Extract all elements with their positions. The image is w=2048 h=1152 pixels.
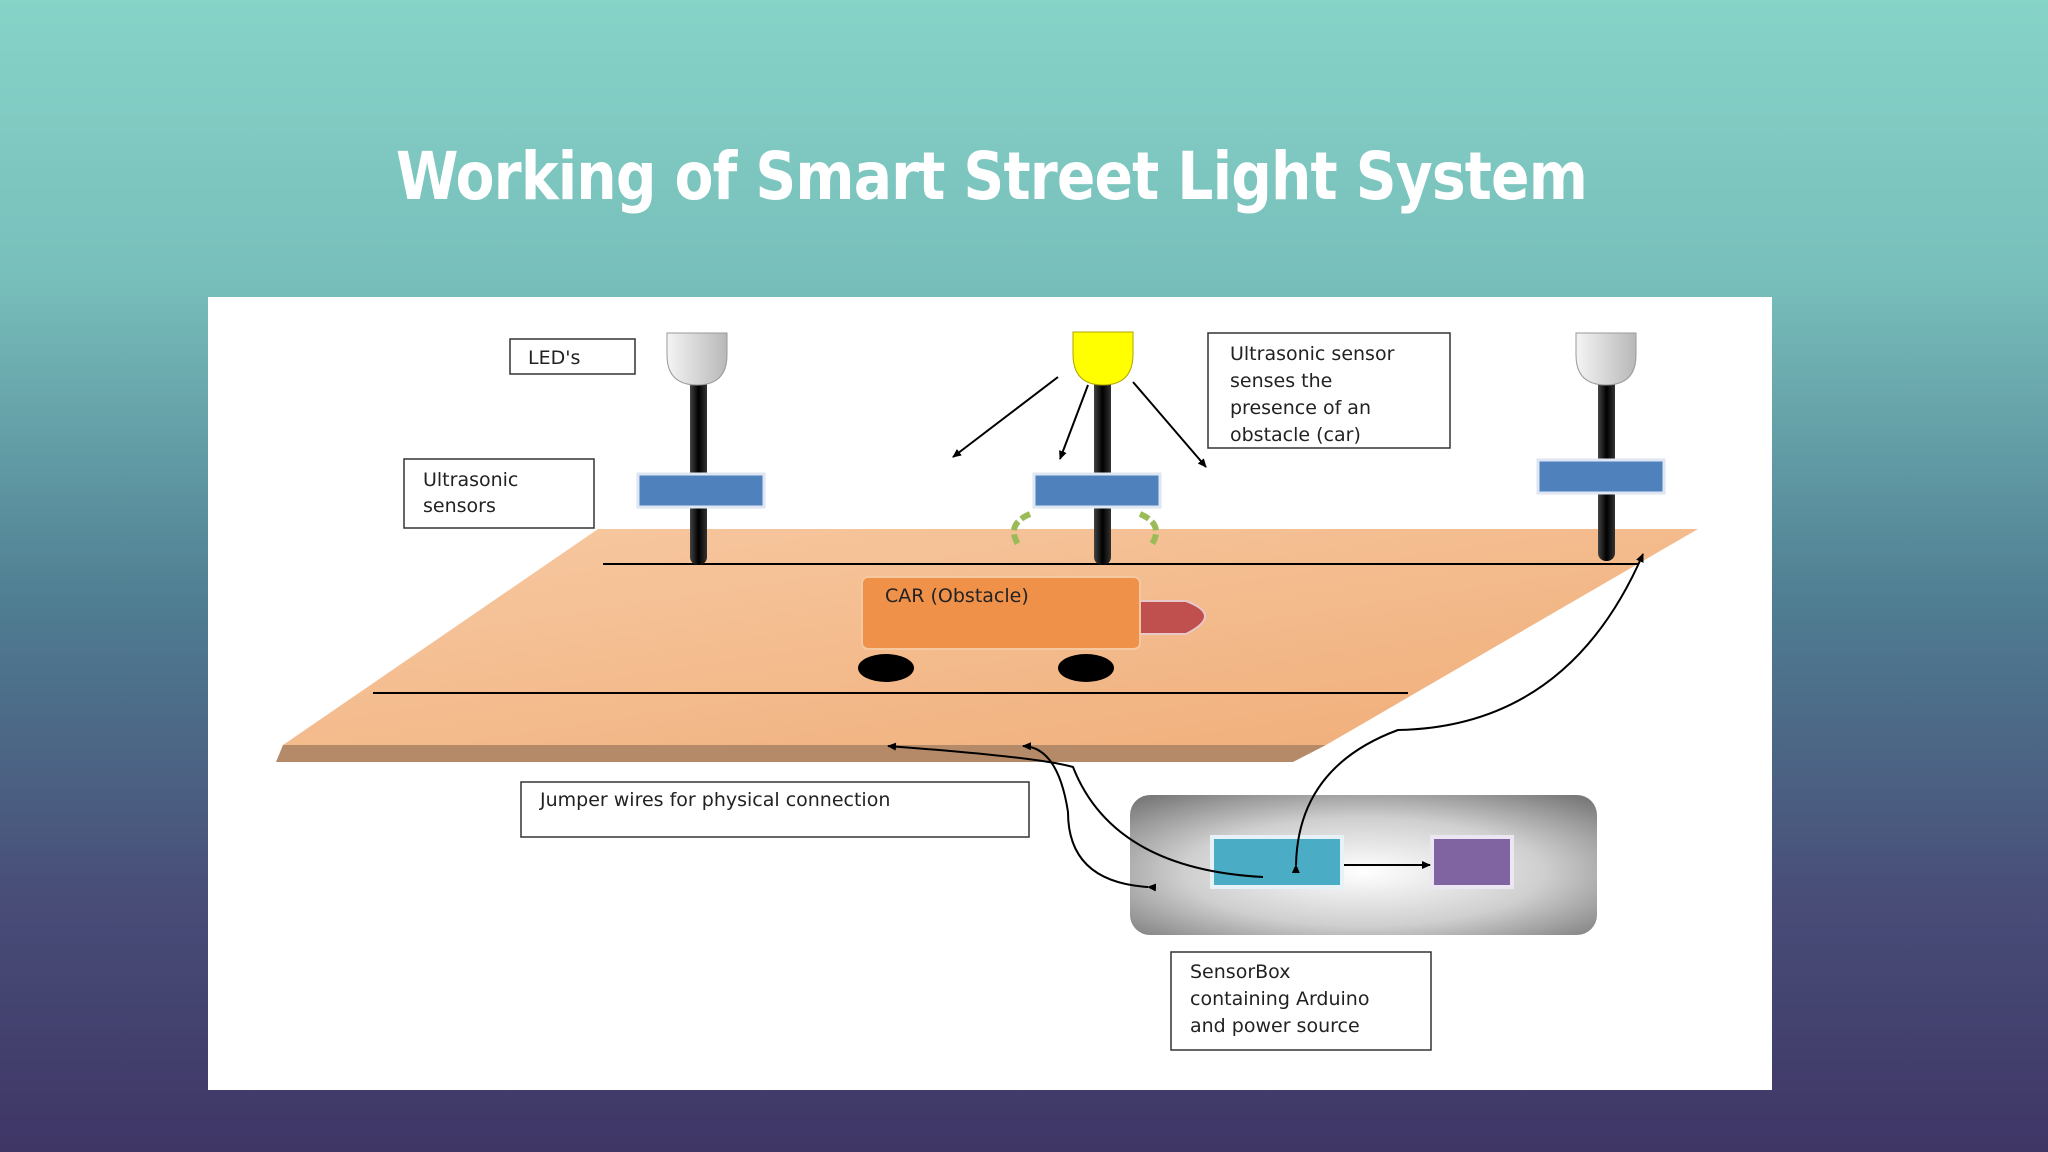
street-light-right — [1536, 332, 1666, 561]
car-wheel — [1058, 654, 1114, 682]
ultrasonic-sensor — [636, 472, 766, 509]
callout-sensorbox: SensorBox containing Arduino and power s… — [1170, 951, 1432, 1051]
light-ray-arrow — [952, 376, 1059, 458]
sensing-arrow-right-icon — [1138, 511, 1160, 549]
car-label: CAR (Obstacle) — [885, 585, 1029, 607]
sensor-note-line-2: senses the — [1230, 370, 1332, 392]
callout-ultrasonic-sensors: Ultrasonic sensors — [403, 458, 595, 529]
jumper-wires-text: Jumper wires for physical connection — [539, 789, 890, 811]
led-bulb-off-icon — [666, 332, 728, 386]
led-bulb-on-icon — [1072, 331, 1134, 386]
callout-leds-text: LED's — [528, 347, 580, 369]
sensor-note-line-4: obstacle (car) — [1230, 424, 1361, 446]
arduino-board — [1210, 835, 1344, 889]
power-source — [1430, 835, 1514, 889]
pole — [690, 361, 707, 565]
street-light-middle — [952, 331, 1207, 565]
car-obstacle: CAR (Obstacle) — [858, 576, 1206, 682]
callout-sensor-note: Ultrasonic sensor senses the presence of… — [1207, 332, 1451, 449]
ultrasonic-sensor — [1536, 458, 1666, 495]
sensorbox-line-1: SensorBox — [1190, 961, 1290, 983]
callout-jumper-wires: Jumper wires for physical connection — [520, 781, 1030, 838]
sensor-note-line-3: presence of an — [1230, 397, 1371, 419]
led-bulb-off-icon — [1575, 332, 1637, 386]
light-ray-arrow — [1059, 384, 1089, 460]
diagram-panel: CAR (Obstacle) LED's Ultrasonic sensors … — [208, 297, 1772, 1090]
wire-to-right-sensor — [1291, 553, 1644, 874]
sensing-arrow-left-icon — [1010, 511, 1032, 549]
wire-to-middle-sensor — [1022, 742, 1157, 892]
car-body — [861, 576, 1141, 650]
car-wheel — [858, 654, 914, 682]
callout-leds: LED's — [509, 338, 636, 375]
road-edge — [276, 745, 1326, 762]
light-ray-arrow — [1132, 381, 1207, 468]
callout-ultrasonic-line-1: Ultrasonic — [423, 469, 518, 491]
sensorbox-line-2: containing Arduino — [1190, 988, 1369, 1010]
sensor-note-line-1: Ultrasonic sensor — [1230, 343, 1395, 365]
street-light-left — [636, 332, 766, 565]
car-front — [1137, 600, 1206, 635]
sensor-box — [1130, 795, 1597, 935]
jumper-wires — [887, 553, 1644, 892]
sensorbox-line-3: and power source — [1190, 1015, 1360, 1037]
pole — [1094, 361, 1111, 565]
ultrasonic-sensor — [1032, 472, 1162, 509]
slide-title: Working of Smart Street Light System — [395, 138, 1588, 215]
callout-ultrasonic-line-2: sensors — [423, 495, 496, 517]
